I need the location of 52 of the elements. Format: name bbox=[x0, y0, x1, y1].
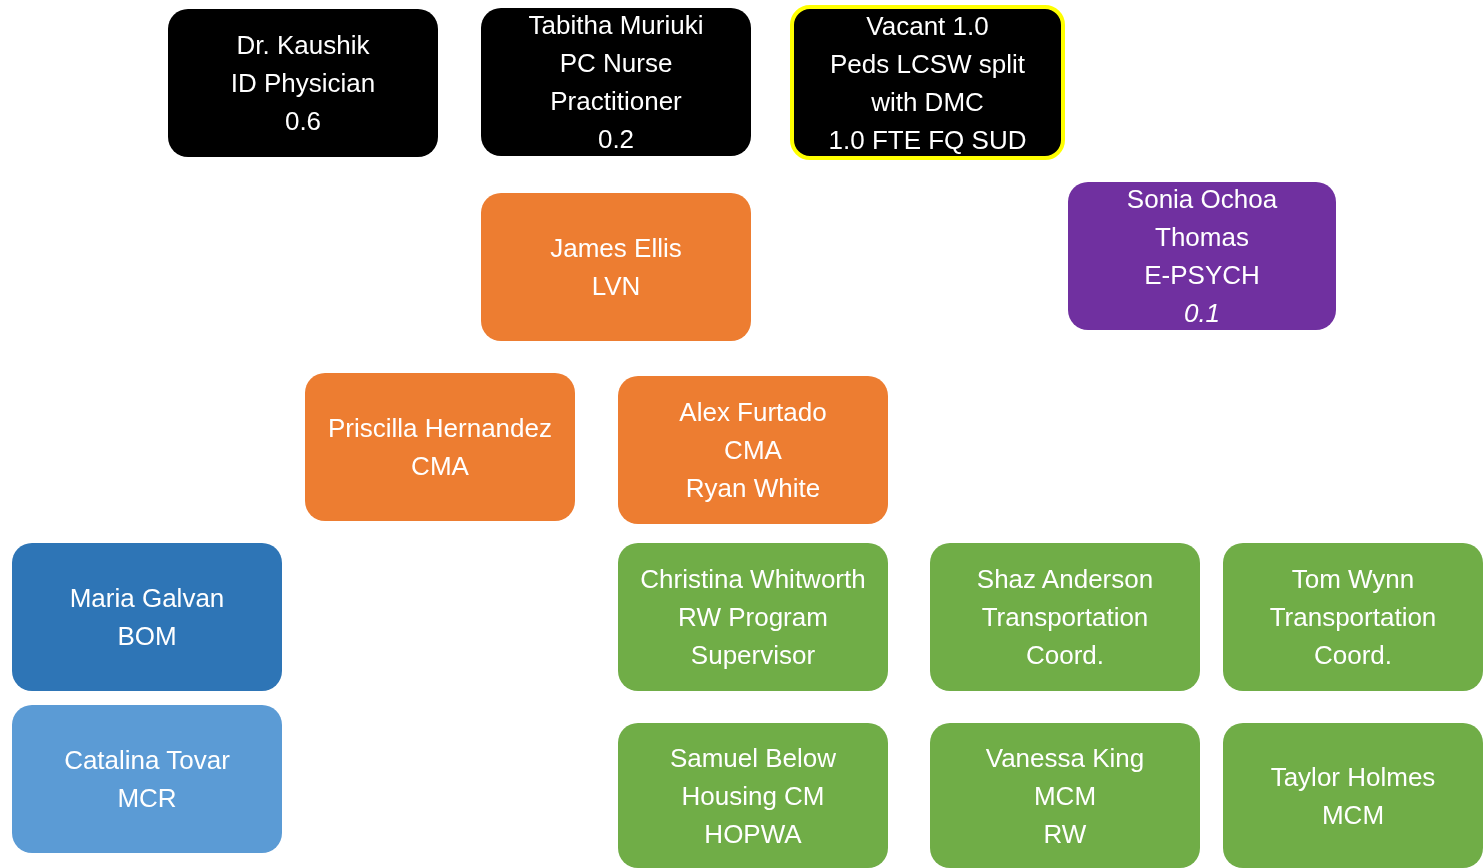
staff-box bbox=[1223, 723, 1483, 868]
staff-detail: CMA bbox=[724, 434, 782, 467]
staff-name: Priscilla Hernandez bbox=[328, 412, 552, 445]
staff-name: Sonia Ochoa Thomas bbox=[1125, 183, 1279, 254]
staff-name: Maria Galvan bbox=[69, 582, 225, 615]
staff-detail: 0.1 bbox=[1183, 297, 1221, 330]
staff-name: Dr. Kaushik bbox=[236, 29, 370, 62]
staff-name: Samuel Below bbox=[669, 741, 837, 775]
staff-detail: RW bbox=[1043, 817, 1087, 851]
staff-detail: MCR bbox=[117, 782, 177, 815]
staff-box bbox=[12, 705, 282, 853]
staff-detail: E-PSYCH bbox=[1144, 259, 1260, 292]
staff-box bbox=[481, 8, 751, 156]
staff-name: Tabitha Muriuki bbox=[528, 9, 704, 42]
staff-name: Shaz Anderson bbox=[976, 563, 1154, 596]
staff-detail: HOPWA bbox=[704, 817, 802, 851]
staff-detail: Peds LCSW split with DMC bbox=[828, 47, 1027, 119]
staff-box bbox=[618, 543, 888, 691]
staff-detail: Housing CM bbox=[681, 779, 825, 813]
staff-name: Vacant 1.0 bbox=[866, 9, 989, 43]
staff-detail: Ryan White bbox=[685, 472, 821, 505]
staff-box bbox=[930, 723, 1200, 868]
staff-detail: 0.2 bbox=[597, 123, 635, 156]
staff-box bbox=[618, 723, 888, 868]
staff-detail: ID Physician bbox=[230, 67, 376, 100]
staff-detail: CMA bbox=[411, 450, 469, 483]
staff-detail: MCM bbox=[1033, 779, 1097, 813]
staff-name: Taylor Holmes bbox=[1270, 760, 1436, 794]
staff-box bbox=[930, 543, 1200, 691]
staff-name: Alex Furtado bbox=[679, 396, 827, 429]
staff-name: James Ellis bbox=[550, 232, 682, 265]
staff-box bbox=[12, 543, 282, 691]
staff-box bbox=[305, 373, 575, 521]
staff-name: Christina Whitworth bbox=[640, 563, 866, 596]
staff-box bbox=[618, 376, 888, 524]
staff-box bbox=[1223, 543, 1483, 691]
staff-detail: Transportation Coord. bbox=[1268, 601, 1438, 672]
staff-box bbox=[168, 9, 438, 157]
staff-detail: BOM bbox=[117, 620, 177, 653]
staff-detail: 0.6 bbox=[284, 105, 322, 138]
staff-name: Vanessa King bbox=[985, 741, 1145, 775]
staff-detail: 1.0 FTE FQ SUD bbox=[828, 123, 1027, 157]
staff-name: Tom Wynn bbox=[1291, 563, 1415, 596]
staff-box bbox=[790, 5, 1065, 160]
staff-detail: PC Nurse Practitioner bbox=[549, 47, 683, 118]
staff-detail: MCM bbox=[1321, 798, 1385, 832]
staff-detail: Transportation Coord. bbox=[980, 601, 1150, 672]
staff-detail: RW Program Supervisor bbox=[677, 601, 829, 672]
staff-detail: LVN bbox=[591, 270, 641, 303]
staff-name: Catalina Tovar bbox=[64, 744, 230, 777]
staff-box bbox=[1068, 182, 1336, 330]
staff-box bbox=[481, 193, 751, 341]
